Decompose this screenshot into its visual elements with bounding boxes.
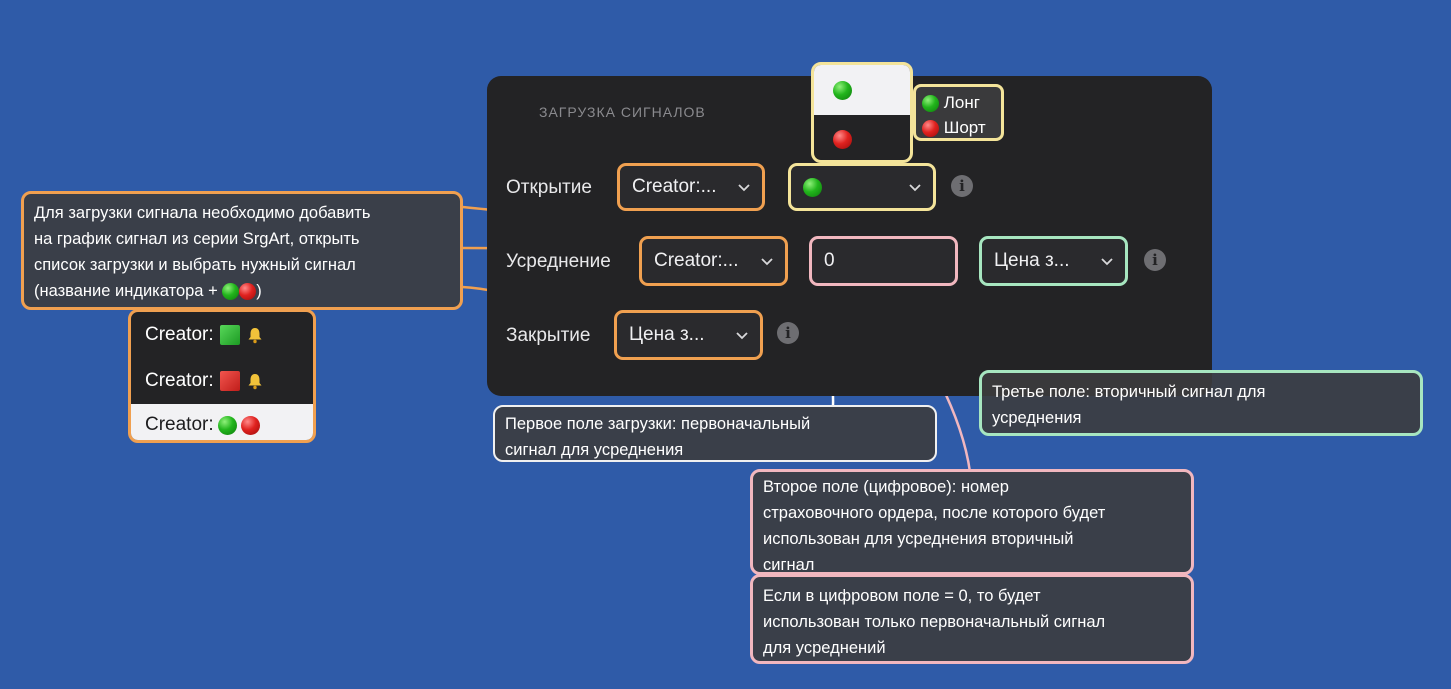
- info-icon[interactable]: i: [951, 175, 973, 197]
- intro-line-3: список загрузки и выбрать нужный сигнал: [34, 256, 356, 274]
- second-field-callout: Второе поле (цифровое): номер страховочн…: [750, 469, 1194, 575]
- green-circle-icon: [222, 283, 240, 301]
- order-number-input[interactable]: 0: [809, 236, 958, 286]
- second-field-line-2: страховочного ордера, после которого буд…: [763, 504, 1106, 522]
- legend-short: Шорт: [922, 115, 995, 140]
- direction-option-long[interactable]: [814, 65, 910, 115]
- first-field-callout: Первое поле загрузки: первоначальный сиг…: [493, 405, 937, 462]
- open-direction-select[interactable]: [788, 163, 936, 211]
- legend-short-label: Шорт: [943, 118, 986, 137]
- legend-long: Лонг: [922, 90, 995, 115]
- average-signal-select[interactable]: Creator:...: [639, 236, 788, 286]
- secondary-signal-value: Цена з...: [994, 250, 1070, 271]
- open-signal-select[interactable]: Creator:...: [617, 163, 765, 211]
- signal-list-item-selected[interactable]: Creator:: [131, 404, 313, 440]
- average-signal-value: Creator:...: [654, 250, 739, 271]
- signal-item-label: Creator:: [145, 414, 214, 435]
- signal-list-item[interactable]: Creator:: [131, 312, 313, 358]
- red-square-icon: [219, 371, 240, 391]
- green-circle-icon: [833, 80, 852, 100]
- order-number-value: 0: [824, 250, 835, 271]
- close-signal-value: Цена з...: [629, 324, 705, 345]
- zero-note-line-2: использован только первоначальный сигнал: [763, 613, 1106, 631]
- chevron-down-icon: [909, 184, 921, 192]
- chevron-down-icon: [1101, 258, 1113, 266]
- intro-line-1: Для загрузки сигнала необходимо добавить: [34, 204, 371, 222]
- intro-line-4-close: ): [256, 282, 262, 300]
- zero-note-line-3: для усреднений: [763, 639, 886, 657]
- bell-icon: [248, 374, 262, 390]
- chevron-down-icon: [738, 184, 750, 192]
- chevron-down-icon: [761, 258, 773, 266]
- green-circle-icon: [922, 95, 939, 113]
- panel-title: ЗАГРУЗКА СИГНАЛОВ: [539, 104, 706, 120]
- third-field-callout: Третье поле: вторичный сигнал для усредн…: [979, 370, 1423, 436]
- intro-line-2: на график сигнал из серии SrgArt, открыт…: [34, 230, 360, 248]
- red-circle-icon: [239, 283, 257, 301]
- green-circle-icon: [803, 177, 822, 197]
- chevron-down-icon: [736, 332, 748, 340]
- red-circle-icon: [240, 415, 260, 435]
- first-field-line-2: сигнал для усреднения: [505, 441, 684, 459]
- close-signal-select[interactable]: Цена з...: [614, 310, 763, 360]
- second-field-line-3: использован для усреднения вторичный: [763, 530, 1074, 548]
- open-row-label: Открытие: [506, 177, 592, 198]
- green-circle-icon: [217, 415, 237, 435]
- third-field-line-2: усреднения: [992, 409, 1082, 427]
- third-field-line-1: Третье поле: вторичный сигнал для: [992, 383, 1266, 401]
- close-row-label: Закрытие: [506, 325, 591, 346]
- zero-note-line-1: Если в цифровом поле = 0, то будет: [763, 587, 1041, 605]
- bell-icon: [248, 328, 262, 344]
- second-field-line-4: сигнал: [763, 556, 815, 574]
- zero-note-callout: Если в цифровом поле = 0, то будет испол…: [750, 574, 1194, 664]
- direction-option-short[interactable]: [814, 115, 910, 160]
- info-icon[interactable]: i: [1144, 249, 1166, 271]
- info-icon[interactable]: i: [777, 322, 799, 344]
- secondary-signal-select[interactable]: Цена з...: [979, 236, 1128, 286]
- average-row-label: Усреднение: [506, 251, 611, 272]
- signal-list: Creator: Creator: Creator:: [128, 309, 316, 443]
- signal-item-label: Creator:: [145, 370, 214, 391]
- signal-list-item[interactable]: Creator:: [131, 358, 313, 404]
- direction-legend: Лонг Шорт: [913, 84, 1004, 141]
- intro-line-4: (название индикатора + ): [34, 278, 450, 304]
- signal-item-label: Creator:: [145, 324, 214, 345]
- intro-line-4-text: (название индикатора +: [34, 282, 218, 300]
- open-signal-value: Creator:...: [632, 176, 717, 197]
- legend-long-label: Лонг: [943, 93, 980, 112]
- intro-callout: Для загрузки сигнала необходимо добавить…: [21, 191, 463, 310]
- green-square-icon: [219, 325, 240, 345]
- first-field-line-1: Первое поле загрузки: первоначальный: [505, 415, 811, 433]
- direction-popup: [811, 62, 913, 163]
- red-circle-icon: [833, 129, 852, 149]
- second-field-line-1: Второе поле (цифровое): номер: [763, 478, 1009, 496]
- red-circle-icon: [922, 120, 939, 138]
